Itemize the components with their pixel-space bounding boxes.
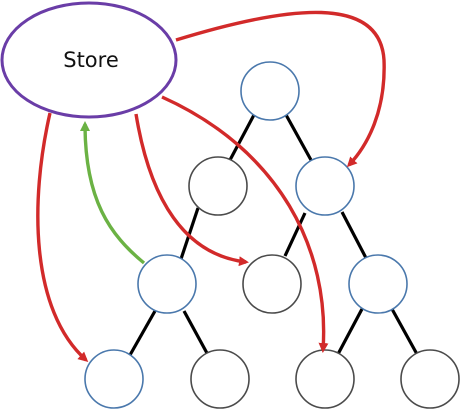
edge-level2-c-level3-d bbox=[390, 308, 420, 357]
edge-level2-a-level3-a bbox=[128, 310, 157, 356]
edge-root-level1-right bbox=[283, 112, 313, 161]
edge-root-level1-left bbox=[228, 112, 257, 161]
component-node-level3-d bbox=[400, 349, 460, 409]
component-node-level3-a bbox=[84, 349, 144, 409]
arrow-store-to-level3-c bbox=[161, 95, 329, 353]
tree-edges bbox=[128, 112, 420, 357]
edge-level1-right-level2-c bbox=[340, 211, 368, 259]
tree-nodes bbox=[84, 61, 460, 409]
data-flow-arrows bbox=[36, 10, 386, 363]
component-node-level2-b bbox=[242, 254, 302, 314]
component-node-level3-b bbox=[190, 349, 250, 409]
component-node-root bbox=[240, 61, 300, 121]
component-node-level1-right bbox=[295, 156, 355, 216]
component-node-level2-a bbox=[137, 254, 197, 314]
store-label: Store bbox=[63, 48, 119, 72]
edge-level1-right-level2-b bbox=[283, 212, 307, 257]
component-node-level2-c bbox=[348, 254, 408, 314]
edge-level2-c-level3-c bbox=[335, 308, 364, 357]
arrow-store-to-level3-a bbox=[36, 112, 89, 363]
arrow-store-to-level2-b bbox=[134, 113, 249, 267]
component-node-level3-c bbox=[295, 349, 355, 409]
arrow-store-to-level1-right bbox=[175, 10, 386, 168]
arrow-level2-a-to-store bbox=[80, 121, 146, 265]
component-node-level1-left bbox=[188, 156, 248, 216]
edge-level2-a-level3-b bbox=[182, 310, 210, 356]
store: Store bbox=[0, 1, 178, 119]
store-ellipse bbox=[0, 1, 178, 119]
